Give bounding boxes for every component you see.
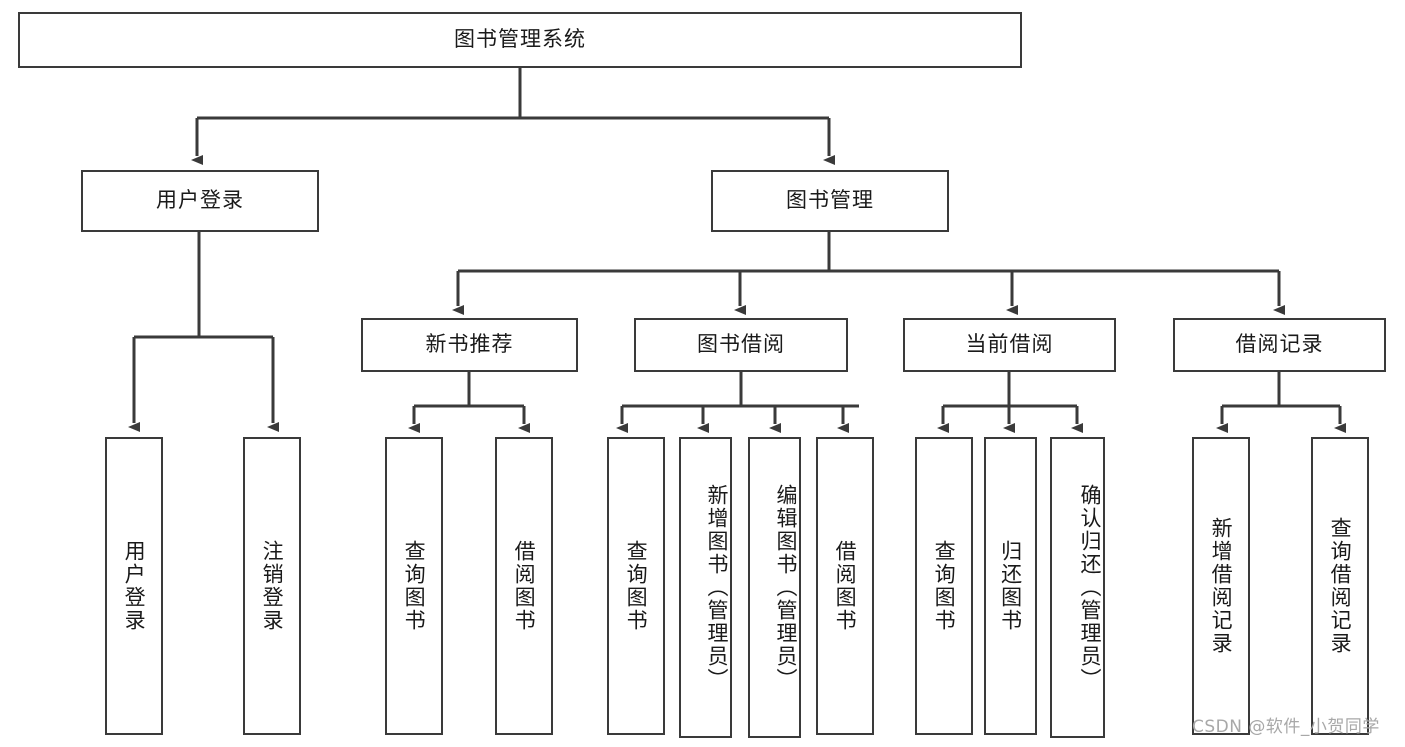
leaf-add-book-admin[interactable]: 新增图书（管理员）	[679, 437, 732, 738]
node-label: 新增借阅记录	[1209, 517, 1234, 655]
node-book-borrow[interactable]: 图书借阅	[634, 318, 848, 372]
node-label: 图书管理系统	[454, 27, 586, 52]
leaf-return-book[interactable]: 归还图书	[984, 437, 1037, 735]
node-new-book-recommend[interactable]: 新书推荐	[361, 318, 578, 372]
leaf-query-borrow-record[interactable]: 查询借阅记录	[1311, 437, 1369, 735]
leaf-query-book-borrow[interactable]: 查询图书	[607, 437, 665, 735]
leaf-confirm-return-admin[interactable]: 确认归还（管理员）	[1050, 437, 1105, 738]
watermark: CSDN @软件_小贺同学	[1192, 717, 1380, 737]
node-label: 查询图书	[402, 540, 427, 632]
node-book-management[interactable]: 图书管理	[711, 170, 949, 232]
leaf-add-borrow-record[interactable]: 新增借阅记录	[1192, 437, 1250, 735]
node-label: 用户登录	[156, 188, 244, 213]
node-label: 归还图书	[998, 540, 1023, 632]
node-label: 查询图书	[932, 540, 957, 632]
node-label: 借阅图书	[512, 540, 537, 632]
node-label: 借阅图书	[833, 540, 858, 632]
leaf-borrow-book[interactable]: 借阅图书	[816, 437, 874, 735]
node-label: 图书管理	[786, 188, 874, 213]
leaf-edit-book-admin[interactable]: 编辑图书（管理员）	[748, 437, 801, 738]
node-label: 确认归还（管理员）	[1078, 484, 1102, 691]
node-label: 当前借阅	[965, 332, 1054, 357]
leaf-user-login[interactable]: 用户登录	[105, 437, 163, 735]
leaf-logout[interactable]: 注销登录	[243, 437, 301, 735]
node-root-book-management-system[interactable]: 图书管理系统	[18, 12, 1022, 68]
node-label: 查询借阅记录	[1328, 517, 1353, 655]
leaf-query-book-current[interactable]: 查询图书	[915, 437, 973, 735]
node-label: 借阅记录	[1235, 332, 1324, 357]
node-borrow-record[interactable]: 借阅记录	[1173, 318, 1386, 372]
node-label: 查询图书	[624, 540, 649, 632]
node-label: 新增图书（管理员）	[705, 484, 729, 691]
node-label: 新书推荐	[425, 332, 514, 357]
node-label: 注销登录	[260, 540, 285, 632]
node-label: 图书借阅	[697, 332, 785, 357]
node-current-borrow[interactable]: 当前借阅	[903, 318, 1116, 372]
leaf-borrow-book-recommend[interactable]: 借阅图书	[495, 437, 553, 735]
node-user-login[interactable]: 用户登录	[81, 170, 319, 232]
node-label: 编辑图书（管理员）	[774, 484, 798, 691]
node-label: 用户登录	[122, 540, 147, 632]
leaf-query-book-recommend[interactable]: 查询图书	[385, 437, 443, 735]
